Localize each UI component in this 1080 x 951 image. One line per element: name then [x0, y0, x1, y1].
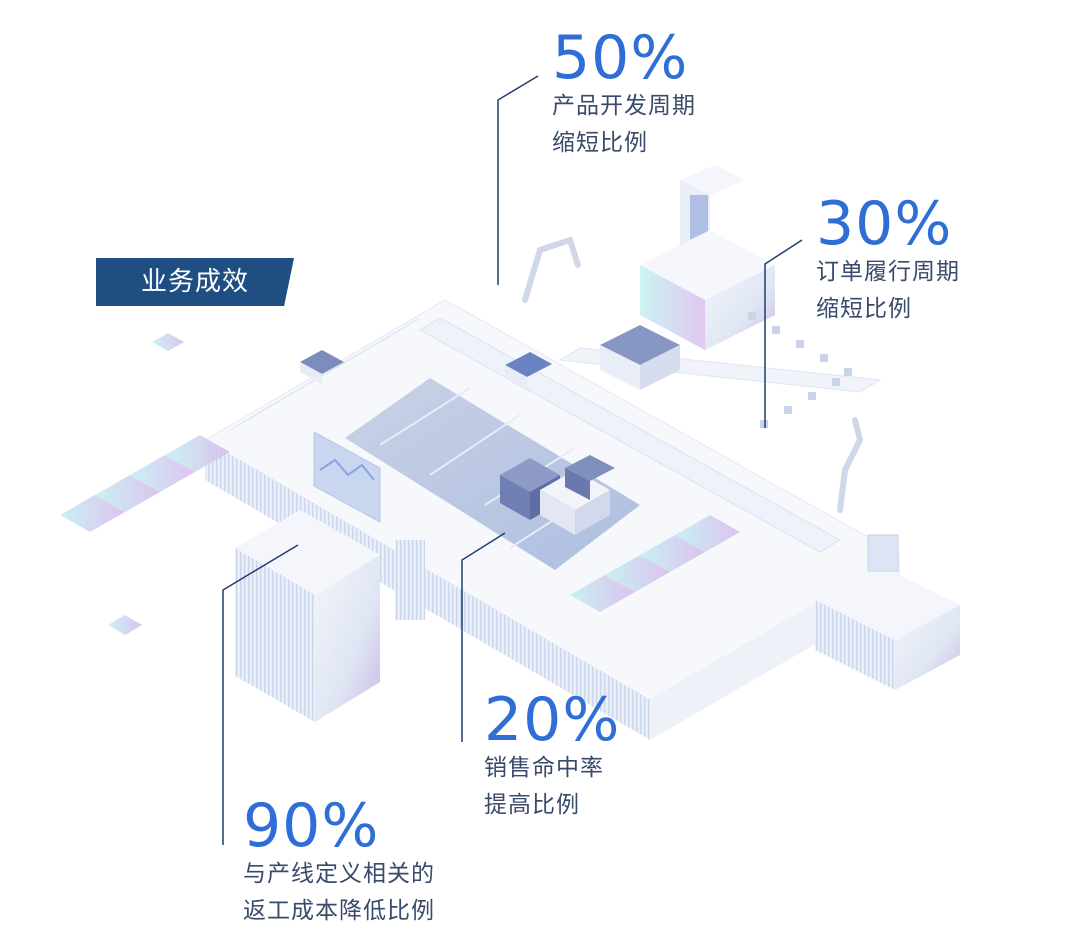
leader-line-50: [497, 75, 539, 285]
stat-order-fulfillment-cycle: 30% 订单履行周期 缩短比例: [816, 194, 960, 328]
floor-pads: [60, 333, 740, 635]
stat-label-line-2: 返工成本降低比例: [243, 898, 435, 924]
robot-arms: [522, 236, 864, 513]
top-tower: [640, 165, 775, 350]
dashboard-screen: [313, 431, 381, 523]
stat-value: 90%: [243, 791, 380, 861]
leader-line-30: [764, 239, 803, 428]
stat-product-dev-cycle: 50% 产品开发周期 缩短比例: [552, 28, 696, 162]
business-results-badge: 业务成效: [96, 258, 294, 306]
agv-vehicles: [300, 350, 552, 388]
conveyor-items: [748, 312, 852, 428]
stat-sales-hit-rate: 20% 销售命中率 提高比例: [484, 690, 620, 824]
leader-lines: [222, 75, 803, 845]
leader-line-20: [461, 532, 506, 742]
cube-stack: [500, 455, 615, 535]
leader-line-90: [222, 544, 299, 845]
packaging-machine: [600, 325, 680, 390]
stat-value: 30%: [816, 189, 953, 259]
stat-label-line-2: 提高比例: [484, 792, 580, 818]
right-block: [815, 534, 960, 690]
left-block: [235, 510, 425, 722]
stat-label-line-1: 与产线定义相关的: [243, 861, 435, 887]
stat-label-line-2: 缩短比例: [552, 130, 648, 156]
stat-label-line-1: 订单履行周期: [816, 259, 960, 285]
stat-value: 20%: [484, 685, 621, 755]
stat-label-line-1: 产品开发周期: [552, 93, 696, 119]
stat-label-line-2: 缩短比例: [816, 296, 912, 322]
stat-value: 50%: [552, 23, 689, 93]
stat-rework-cost: 90% 与产线定义相关的 返工成本降低比例: [243, 796, 435, 930]
stat-label-line-1: 销售命中率: [484, 755, 604, 781]
